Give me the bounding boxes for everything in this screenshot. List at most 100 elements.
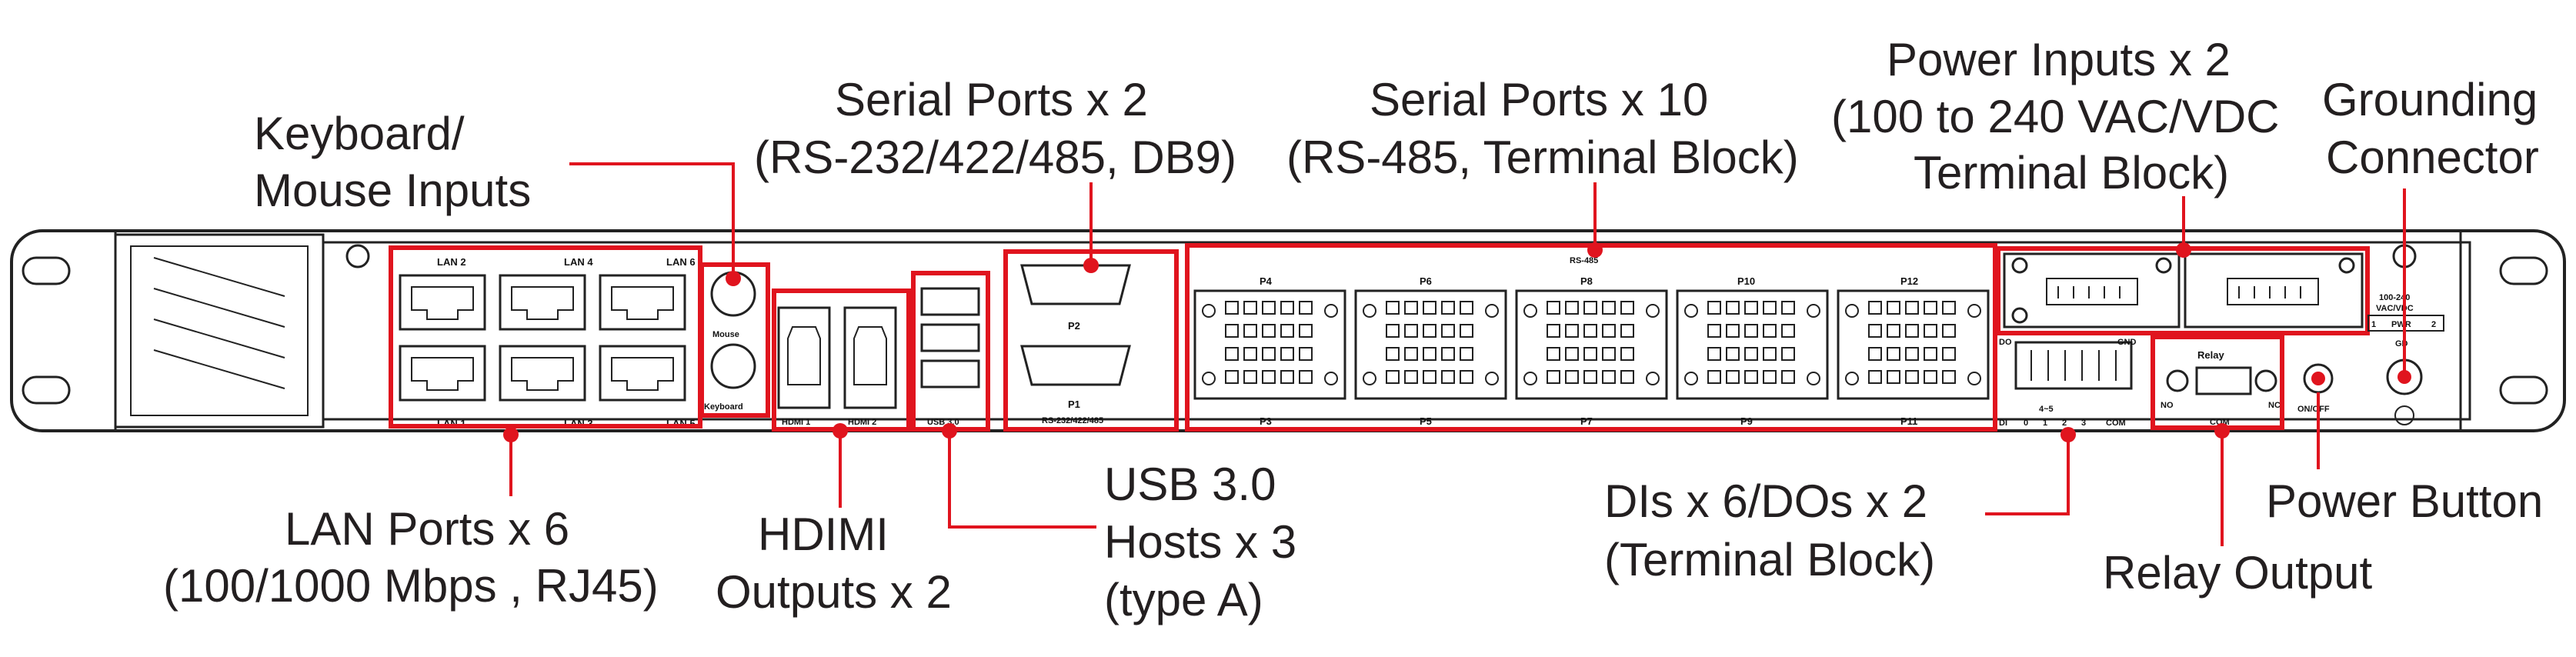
left-ear-slot-bottom [22,375,71,405]
hdmi-1-icon [777,306,831,409]
screw-icon [2155,257,2172,274]
p11-label: P11 [1900,415,1917,427]
usb-callout-line2: Hosts x 3 [1104,516,1296,568]
dio-callout-line1: DIs x 6/DOs x 2 [1604,475,1927,527]
rj45-jack-icon [599,274,686,331]
pwr-2-label: 2 [2431,320,2436,329]
power-spec-panel: 100-240 VAC/VDC 1 PWR 2 GD [2367,293,2444,425]
serial10-callout-line2: (RS-485, Terminal Block) [1286,132,1799,183]
grip-lines [153,257,285,389]
gnd-label: GND [2117,338,2137,347]
rj45-jack-icon [399,345,486,402]
terminal-block-icon [1515,289,1668,400]
pwr-spec-line1: 100-240 [2379,293,2410,302]
hdmi-callout-line1: HDIMI [758,509,889,560]
di-label: DI [1999,419,2007,428]
db9-p1-icon [1020,345,1131,386]
usb-ports: USB 3.0 [911,271,990,432]
di-range-label: 4~5 [2039,405,2054,414]
serial2-callout-line2: (RS-232/422/485, DB9) [754,132,1236,183]
hdmi-1-label: HDMI 1 [782,418,810,427]
rs232-label: RS-232/422/485 [1042,416,1103,425]
digital-io: DO GND 4~5 DI 0 1 2 3 COM [1999,338,2137,428]
grounding-callout-line1: Grounding [2322,74,2538,125]
serial2-callout-line1: Serial Ports x 2 [835,74,1148,125]
rj45-jack-icon [499,274,586,331]
rs485-label: RS-485 [1570,256,1598,265]
p1-label: P1 [1068,399,1080,410]
keyboard-mouse-callout-line1: Keyboard/ [254,108,465,159]
pwr-label: PWR [2391,320,2411,329]
right-ear-slot-bottom [2499,375,2548,405]
dio-terminal-icon [2014,341,2133,390]
rj45-jack-icon [599,345,686,402]
relay-label: Relay [2197,349,2224,361]
keyboard-mouse-callout-line2: Mouse Inputs [254,165,531,216]
usb-port-icon [920,359,980,389]
screw-icon [345,244,370,268]
keyboard-port-icon [710,343,756,389]
p5-label: P5 [1420,415,1432,427]
rj45-jack-icon [499,345,586,402]
keyboard-label: Keyboard [704,402,743,412]
screw-icon [2338,257,2355,274]
right-ear-slot-top [2499,256,2548,285]
lan-callout-line2: (100/1000 Mbps , RJ45) [163,560,659,612]
power-button-callout: Power Button [2266,475,2543,527]
pwr-spec-line2: VAC/VDC [2376,304,2414,313]
lan-6-label: LAN 6 [666,256,696,268]
relay-nc-label: NC [2268,401,2281,410]
onoff-label: ON/OFF [2297,405,2330,414]
relay-callout: Relay Output [2103,547,2373,599]
p12-label: P12 [1900,275,1918,287]
left-handle [114,233,325,429]
terminal-block-icon [1354,289,1507,400]
left-handle-grip [130,245,309,416]
lan-callout-line1: LAN Ports x 6 [285,503,569,555]
lan-ports: LAN 2 LAN 4 LAN 6 LAN 1 LAN 3 LAN 5 [389,245,702,429]
p7-label: P7 [1580,415,1593,427]
di-2-label: 2 [2062,419,2067,428]
usb-callout-line1: USB 3.0 [1104,459,1276,510]
screw-icon [2011,257,2028,274]
rj45-jack-icon [399,274,486,331]
power-button: ON/OFF [2297,363,2334,414]
relay-no-label: NO [2161,401,2174,410]
hdmi-callout-line2: Outputs x 2 [716,566,952,618]
power-inputs [1996,246,2370,335]
terminal-block-icon [1837,289,1990,400]
di-3-label: 3 [2081,419,2086,428]
p2-label: P2 [1068,320,1080,332]
power-inputs-callout-line3: Terminal Block) [1914,147,2229,198]
relay-terminal-icon [2195,366,2252,395]
p9-label: P9 [1740,415,1753,427]
relay-screw-icon [2254,369,2277,392]
lan-2-label: LAN 2 [437,256,466,268]
p8-label: P8 [1580,275,1593,287]
callout-leaders [503,162,2406,546]
mouse-label: Mouse [712,330,739,339]
usb-port-icon [920,287,980,316]
callout-labels: Keyboard/ Mouse Inputs Serial Ports x 2 … [163,34,2543,625]
p6-label: P6 [1420,275,1432,287]
gd-label: GD [2395,339,2408,349]
pwr-1-label: 1 [2371,320,2376,329]
dio-callout-line2: (Terminal Block) [1604,534,1935,585]
terminal-block-serial-ports: RS-485 P4 P6 P8 P10 P12 P3 P5 P7 P9 P11 [1185,243,1997,432]
power-input-1-icon [2003,252,2181,328]
usb-port-icon [920,323,980,352]
left-ear-slot-top [22,256,71,285]
relay-screw-icon [2166,369,2189,392]
lan-4-label: LAN 4 [564,256,593,268]
hdmi-2-label: HDMI 2 [848,418,876,427]
di-1-label: 1 [2043,419,2047,428]
di-com-label: COM [2106,419,2126,428]
screw-icon [2011,307,2028,324]
usb-callout-line3: (type A) [1104,574,1263,625]
serial10-callout-line1: Serial Ports x 10 [1370,74,1708,125]
power-inputs-callout-line2: (100 to 240 VAC/VDC [1831,91,2280,142]
di-0-label: 0 [2024,419,2028,428]
grounding-callout-line2: Connector [2326,132,2539,183]
chassis [10,229,2566,432]
